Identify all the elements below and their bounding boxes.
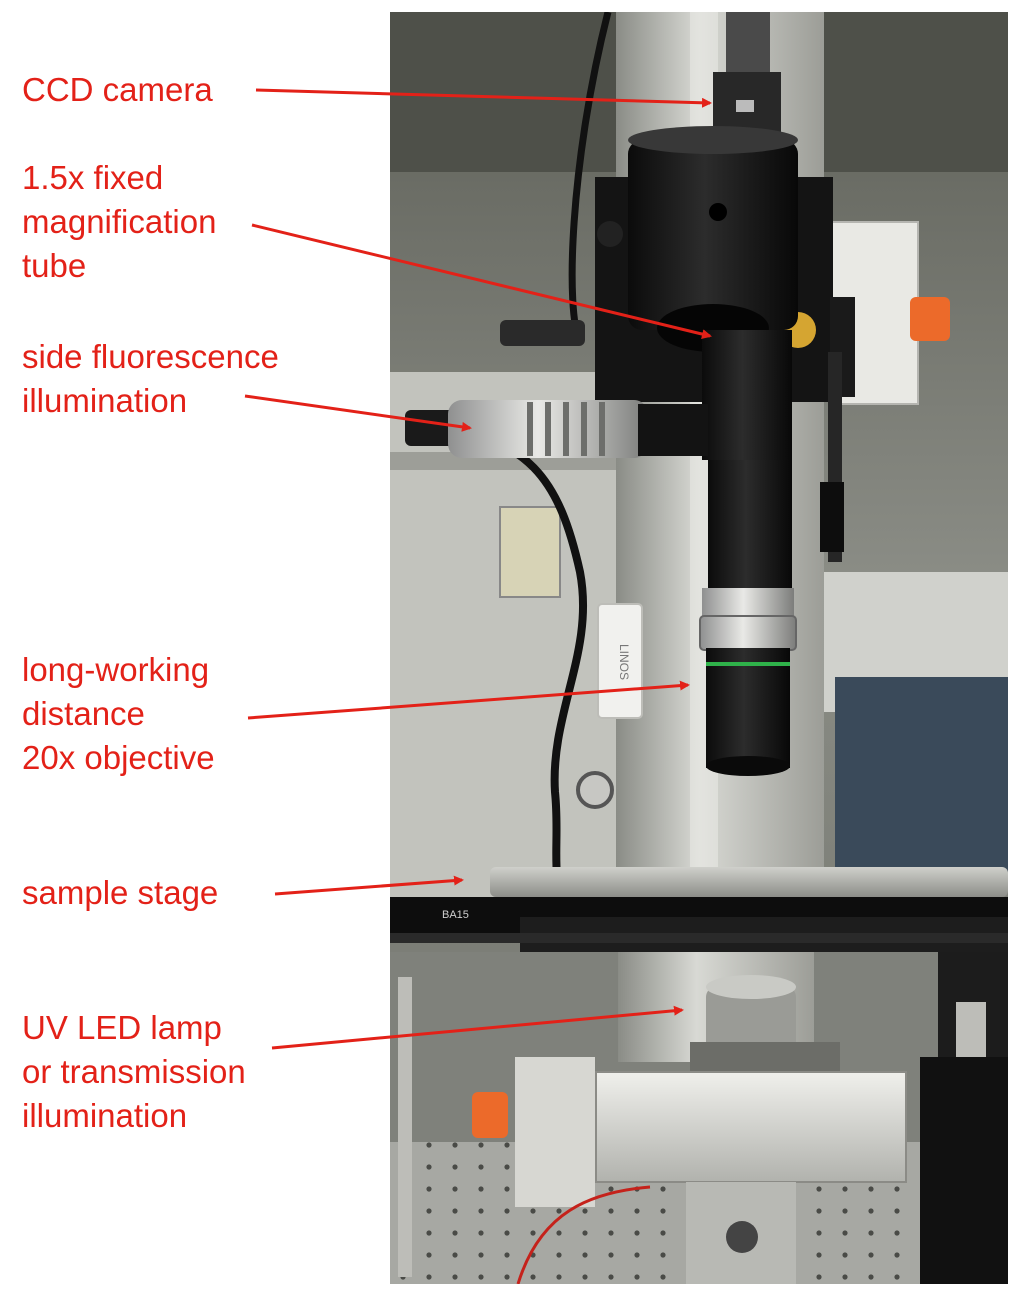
label-magnification-tube: 1.5x fixed magnification tube bbox=[22, 159, 217, 284]
arrow-ccd-camera bbox=[255, 88, 712, 108]
arrow-uv-led-lamp bbox=[271, 1005, 684, 1050]
arrow-objective bbox=[247, 680, 690, 720]
arrow-side-fluorescence bbox=[244, 394, 472, 432]
label-uv-led-lamp: UV LED lamp or transmission illumination bbox=[22, 1009, 246, 1134]
microscope-photo: LINOS bbox=[390, 12, 1008, 1284]
linos-brand-text: LINOS bbox=[617, 644, 631, 680]
label-sample-stage: sample stage bbox=[22, 874, 219, 911]
arrow-magnification-tube bbox=[251, 223, 712, 339]
label-ccd-camera: CCD camera bbox=[22, 71, 213, 108]
label-side-fluorescence: side fluorescence illumination bbox=[22, 338, 279, 419]
arrow-sample-stage bbox=[274, 875, 464, 896]
stage-marking-text: BA15 bbox=[442, 909, 469, 921]
label-objective: long-working distance 20x objective bbox=[22, 651, 215, 776]
